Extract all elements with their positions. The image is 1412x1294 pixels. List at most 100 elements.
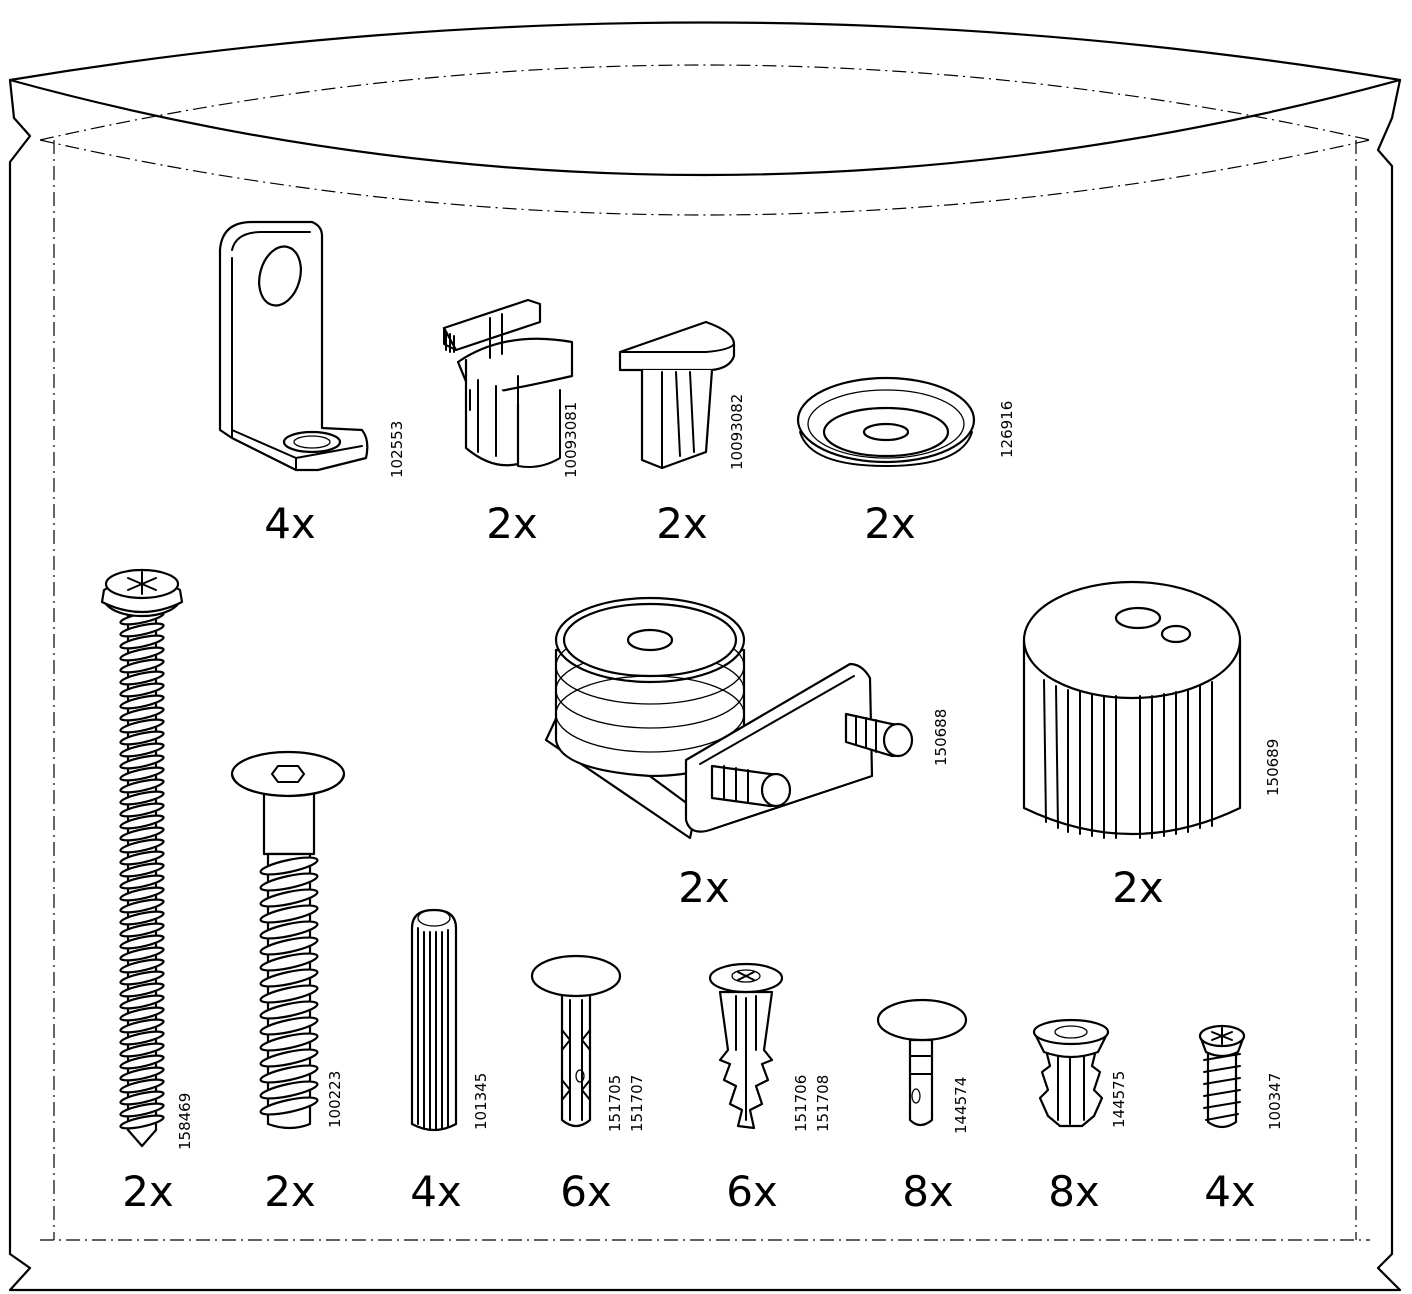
part-code: 144575: [1110, 1071, 1128, 1128]
quantity-label: 6x: [726, 1167, 778, 1216]
wedge-insert-icon: [618, 320, 736, 470]
quantity-label: 2x: [264, 1167, 316, 1216]
screw-thread: [119, 730, 165, 746]
screw-thread: [119, 1090, 165, 1106]
part-code: 151707: [628, 1075, 646, 1132]
shelf-pin-icon: [530, 954, 622, 1128]
screw-thread: [119, 946, 165, 962]
part-code: 10093081: [562, 402, 580, 478]
quantity-label: 4x: [264, 499, 316, 548]
screw-thread: [119, 958, 165, 974]
screw-thread: [259, 1032, 319, 1052]
part-code: 150689: [1264, 739, 1282, 796]
hex-bolt-icon: [230, 750, 346, 1130]
long-screw-icon: [100, 568, 184, 1148]
screw-thread: [119, 862, 165, 878]
part-leveler: 150688 2x: [544, 596, 950, 912]
screw-thread: [119, 934, 165, 950]
screw-thread: [119, 910, 165, 926]
part-anchor: 144575 8x: [1032, 1018, 1128, 1216]
screw-thread: [119, 1030, 165, 1046]
part-code: 100347: [1266, 1073, 1284, 1130]
screw-thread: [119, 1078, 165, 1094]
part-code: 158469: [176, 1093, 194, 1150]
quantity-label: 2x: [122, 1167, 174, 1216]
quantity-label: 8x: [902, 1167, 954, 1216]
part-wedge: 10093082 2x: [618, 320, 746, 548]
wall-plug-icon: [708, 962, 784, 1130]
screw-thread: [119, 634, 165, 650]
quantity-label: 2x: [486, 499, 538, 548]
screw-thread: [119, 754, 165, 770]
screw-thread: [259, 984, 319, 1004]
expansion-anchor-icon: [1032, 1018, 1110, 1128]
part-support: 144574 8x: [876, 998, 970, 1216]
part-code: 151705: [606, 1075, 624, 1132]
part-pin: 151705 151707 6x: [530, 954, 646, 1216]
screw-thread: [119, 670, 165, 686]
part-code: 101345: [472, 1073, 490, 1130]
quantity-label: 6x: [560, 1167, 612, 1216]
part-code: 144574: [952, 1077, 970, 1134]
part-foot: 150689 2x: [1022, 580, 1282, 912]
screw-thread: [119, 658, 165, 674]
screw-thread: [259, 1048, 319, 1068]
part-code: 151708: [814, 1075, 832, 1132]
part-code: 151706: [792, 1075, 810, 1132]
part-washer: 126916 2x: [796, 376, 1016, 548]
screw-thread: [119, 694, 165, 710]
screw-thread: [119, 1018, 165, 1034]
part-plug: 151706 151708 6x: [708, 962, 832, 1216]
part-code: 150688: [932, 709, 950, 766]
screw-thread: [119, 1042, 165, 1058]
part-dowel: 101345 4x: [410, 908, 490, 1216]
screw-thread: [119, 778, 165, 794]
screw-thread: [119, 970, 165, 986]
part-longscrew: 158469 2x: [100, 568, 194, 1216]
screw-thread: [119, 1066, 165, 1082]
screw-thread: [119, 1102, 165, 1118]
screw-thread: [119, 850, 165, 866]
adjustable-foot-icon: [1022, 580, 1242, 839]
screw-thread: [119, 1114, 165, 1130]
part-euroscrew: 100347 4x: [1198, 1024, 1284, 1216]
quantity-label: 2x: [864, 499, 916, 548]
screw-thread: [259, 1080, 319, 1100]
screw-thread: [259, 1096, 319, 1116]
screw-thread: [119, 1006, 165, 1022]
screw-thread: [259, 1064, 319, 1084]
quantity-label: 2x: [678, 863, 730, 912]
screw-thread: [259, 968, 319, 988]
quantity-label: 4x: [410, 1167, 462, 1216]
spring-clip-icon: [442, 298, 574, 468]
screw-thread: [119, 706, 165, 722]
screw-thread: [259, 936, 319, 956]
screw-thread: [259, 1016, 319, 1036]
screw-thread: [119, 994, 165, 1010]
part-clip: 10093081 2x: [442, 298, 580, 548]
screw-thread: [119, 898, 165, 914]
screw-thread: [259, 856, 319, 876]
part-code: 126916: [998, 401, 1016, 458]
screw-thread: [119, 826, 165, 842]
screw-thread: [119, 874, 165, 890]
bag-outline: [8, 21, 1402, 1292]
screw-thread: [119, 622, 165, 638]
screw-thread: [119, 838, 165, 854]
shelf-support-icon: [876, 998, 968, 1127]
screw-thread: [259, 872, 319, 892]
part-bolt: 100223 2x: [230, 750, 346, 1216]
l-bracket-icon: [218, 220, 369, 472]
cup-washer-icon: [796, 376, 976, 467]
part-code: 100223: [326, 1071, 344, 1128]
screw-thread: [119, 718, 165, 734]
quantity-label: 2x: [656, 499, 708, 548]
screw-thread: [119, 766, 165, 782]
screw-thread: [259, 1000, 319, 1020]
wooden-dowel-icon: [410, 908, 458, 1132]
part-code: 102553: [388, 421, 406, 478]
euro-screw-icon: [1198, 1024, 1246, 1129]
screw-thread: [119, 742, 165, 758]
screw-thread: [119, 982, 165, 998]
